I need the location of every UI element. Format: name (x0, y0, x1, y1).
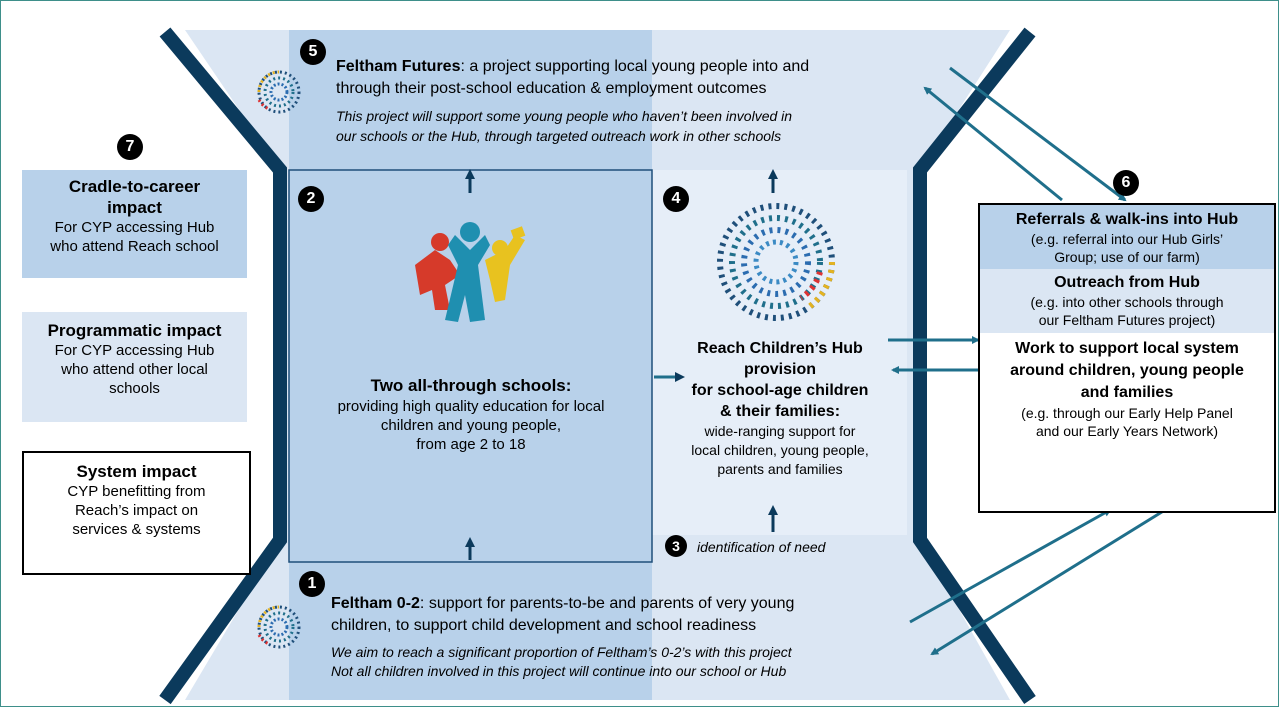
hub-title-4: & their families: (719, 403, 841, 420)
hub-title-3: for school-age children (691, 382, 869, 399)
feltham-futures-desc-line2: through their post-school education & em… (336, 80, 767, 97)
marker-1: 1 (299, 571, 325, 597)
schools-desc-2: children and young people, (380, 417, 562, 434)
burst-logo-bottom (257, 605, 301, 649)
hub-desc-2: local children, young people, (691, 442, 869, 458)
marker-5: 5 (300, 39, 326, 65)
work-title-3: and families (1080, 384, 1174, 401)
right-box: Referrals & walk-ins into Hub (e.g. refe… (978, 203, 1276, 513)
prog-desc-1: For CYP accessing Hub (54, 342, 215, 359)
feltham-futures-heading: Feltham Futures: a project supporting lo… (336, 56, 906, 77)
right-hourglass-side (913, 27, 1036, 704)
outreach-title: Outreach from Hub (1054, 274, 1200, 291)
prog-desc-3: schools (109, 380, 160, 397)
hub-title-1: Reach Children’s Hub (697, 340, 863, 357)
marker-3: 3 (665, 535, 687, 557)
prog-desc-2: who attend other local (61, 361, 208, 378)
work-title-2: around children, young people (1010, 362, 1244, 379)
feltham02-note-line1: We aim to reach a significant proportion… (331, 644, 792, 660)
feltham02-desc-line2: children, to support child development a… (331, 617, 757, 634)
hub-desc-1: wide-ranging support for (704, 423, 856, 439)
arrow-futures-to-right (949, 66, 1127, 202)
burst-logo-top (257, 70, 301, 114)
work-section: Work to support local system around chil… (980, 333, 1274, 440)
system-desc-2: Reach’s impact on (74, 502, 199, 519)
arrow-right-to-feltham02 (930, 508, 1166, 656)
feltham-futures-name: Feltham Futures (336, 58, 461, 75)
programmatic-impact-box: Programmatic impact For CYP accessing Hu… (22, 312, 247, 422)
system-impact-box: System impact CYP benefitting from Reach… (22, 451, 251, 575)
feltham02-desc-line1: : support for parents-to-be and parents … (419, 595, 795, 612)
feltham02-name: Feltham 0-2 (331, 595, 420, 612)
left-hourglass-side (159, 27, 287, 705)
jumping-children-illustration (415, 222, 526, 322)
hub-desc-3: parents and families (717, 461, 843, 477)
feltham-futures-note-line2: our schools or the Hub, through targeted… (336, 128, 782, 144)
outreach-desc-2: our Feltham Futures project) (1038, 312, 1216, 328)
hub-title-2: provision (743, 361, 816, 378)
arrow-right-to-futures (923, 86, 1063, 202)
cradle-desc-2: who attend Reach school (50, 238, 219, 255)
work-desc-1: (e.g. through our Early Help Panel (1021, 405, 1233, 421)
feltham-futures-desc-line1: : a project supporting local young peopl… (460, 58, 810, 75)
referrals-section: Referrals & walk-ins into Hub (e.g. refe… (980, 205, 1274, 269)
system-desc-3: services & systems (72, 521, 201, 538)
cradle-desc-1: For CYP accessing Hub (54, 219, 215, 236)
prog-title: Programmatic impact (47, 321, 222, 340)
marker-7: 7 (117, 134, 143, 160)
system-title: System impact (76, 462, 197, 481)
schools-desc-1: providing high quality education for loc… (337, 398, 605, 415)
feltham02-note-line2: Not all children involved in this projec… (331, 663, 787, 679)
hub-burst-logo (717, 203, 835, 321)
marker-6: 6 (1113, 170, 1139, 196)
schools-desc-3: from age 2 to 18 (416, 436, 526, 453)
cradle-title-2: impact (107, 198, 162, 217)
arrow-feltham02-to-right (909, 508, 1112, 624)
work-desc-2: and our Early Years Network) (1035, 423, 1219, 439)
cradle-title-1: Cradle-to-career (68, 177, 201, 196)
system-desc-1: CYP benefitting from (67, 483, 206, 500)
feltham-futures-note-line1: This project will support some young peo… (336, 108, 793, 124)
schools-title: Two all-through schools: (370, 376, 572, 395)
marker-4: 4 (663, 186, 689, 212)
outreach-section: Outreach from Hub (e.g. into other schoo… (980, 269, 1274, 333)
feltham02-heading: Feltham 0-2: support for parents-to-be a… (331, 593, 906, 614)
work-title-1: Work to support local system (1015, 340, 1239, 357)
cradle-to-career-box: Cradle-to-career impact For CYP accessin… (22, 170, 247, 278)
schools-text: Two all-through schools: providing high … (292, 375, 650, 454)
referrals-title: Referrals & walk-ins into Hub (1015, 211, 1239, 228)
hub-text: Reach Children’s Hub provision for schoo… (660, 338, 900, 479)
referrals-desc-2: Group; use of our farm) (1054, 249, 1200, 265)
identification-of-need: identification of need (697, 539, 826, 555)
marker-2: 2 (298, 186, 324, 212)
outreach-desc-1: (e.g. into other schools through (1030, 294, 1224, 310)
referrals-desc-1: (e.g. referral into our Hub Girls’ (1030, 231, 1224, 247)
